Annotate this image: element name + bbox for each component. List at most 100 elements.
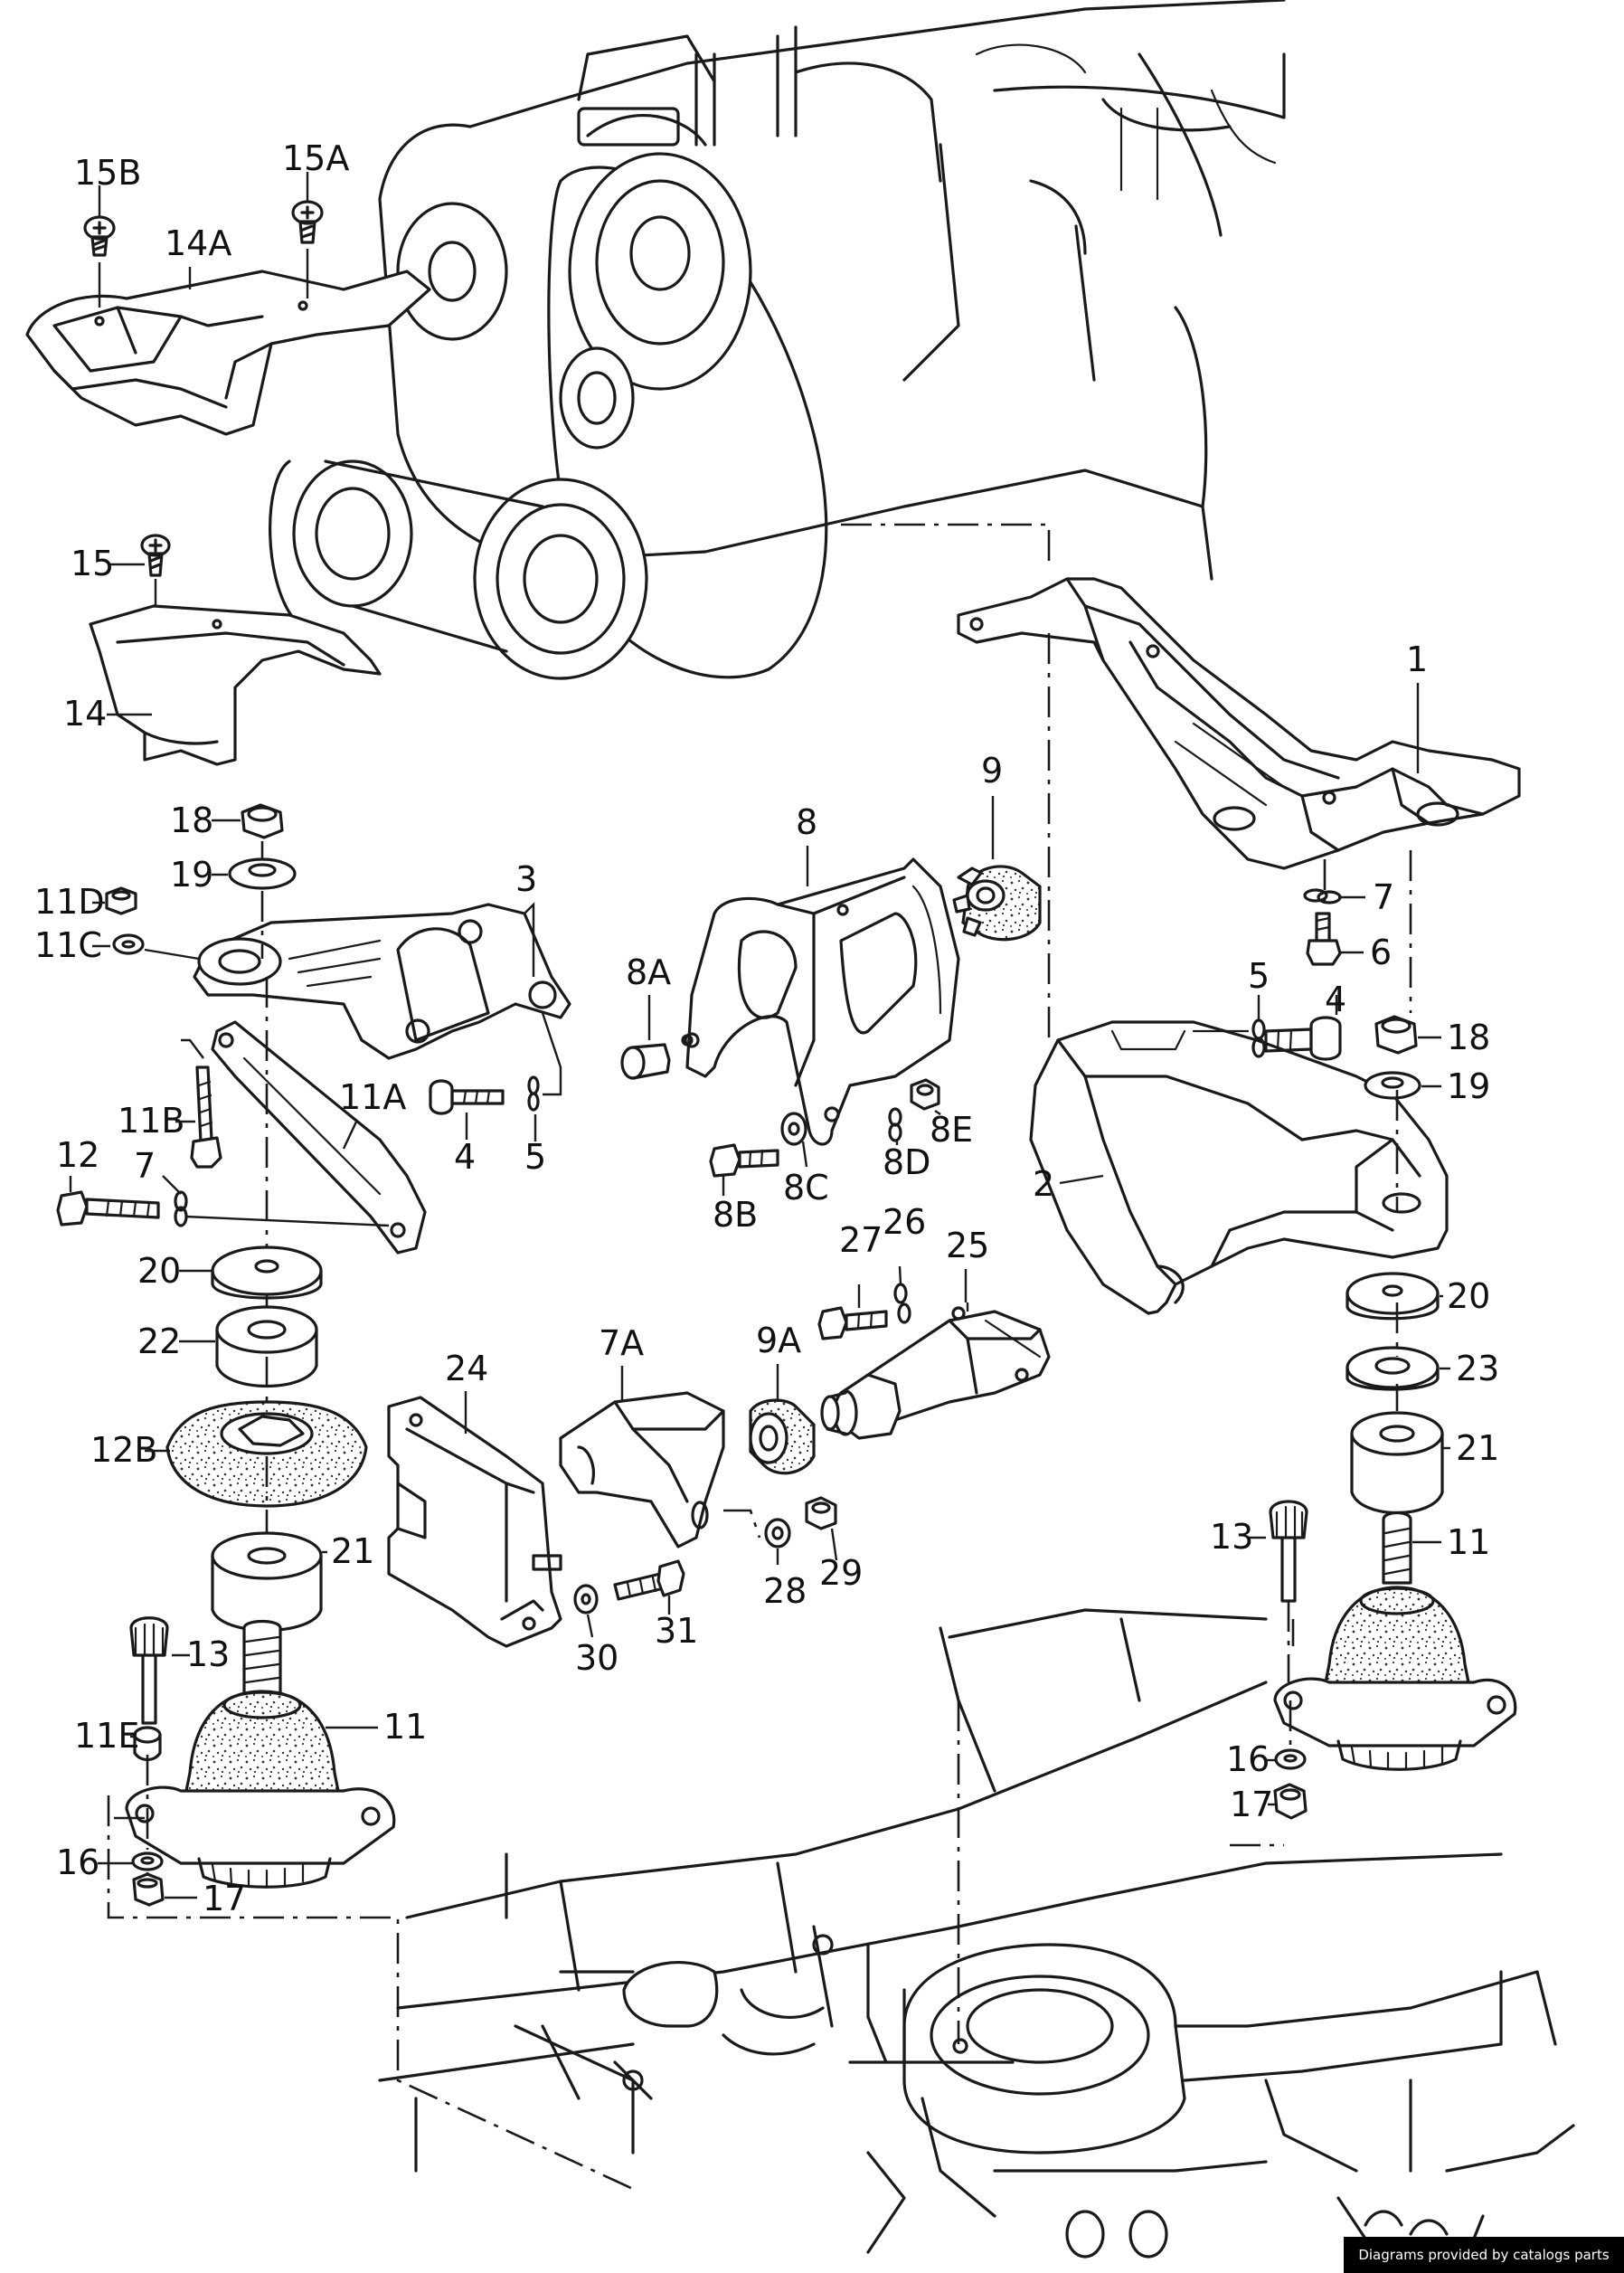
callout-3: 3 <box>515 859 537 899</box>
callout-8C: 8C <box>783 1168 829 1208</box>
callout-2: 2 <box>1033 1164 1054 1204</box>
screw-15b <box>83 185 116 308</box>
washer-19-left <box>228 857 297 890</box>
washer-20-left <box>211 1245 323 1300</box>
bushing-21-left <box>211 1531 323 1632</box>
callout-23: 23 <box>1456 1349 1499 1388</box>
callout-11-right: 11 <box>1447 1522 1490 1562</box>
screw-15 <box>109 534 171 606</box>
callout-7-left: 7 <box>134 1146 156 1186</box>
callout-4-right: 4 <box>1325 980 1346 1019</box>
callout-13-right: 13 <box>1210 1517 1253 1557</box>
callout-1: 1 <box>1406 639 1428 679</box>
callout-30: 30 <box>575 1638 618 1678</box>
heat-shield-14a <box>25 270 431 436</box>
callout-20-left: 20 <box>137 1251 181 1291</box>
callout-8D: 8D <box>883 1142 930 1182</box>
bolt-4-right <box>1264 995 1342 1061</box>
bracket-7a <box>559 1391 725 1548</box>
callout-20-right: 20 <box>1447 1276 1490 1316</box>
assembly-lines <box>107 523 1412 2191</box>
callout-5-left: 5 <box>524 1137 546 1177</box>
callout-15A: 15A <box>282 138 349 178</box>
mount-bracket-8 <box>684 857 960 1146</box>
lock-washer-5-right <box>1251 995 1266 1058</box>
washer-16-left <box>131 1852 164 1871</box>
callout-18-left: 18 <box>170 800 213 840</box>
callout-8E: 8E <box>930 1110 973 1150</box>
bolt-31 <box>613 1559 685 1615</box>
bolt-6 <box>1306 912 1342 966</box>
washer-20-right <box>1345 1272 1440 1321</box>
callout-7-right: 7 <box>1373 877 1394 917</box>
callout-9A: 9A <box>756 1321 801 1360</box>
callout-11E: 11E <box>74 1716 139 1756</box>
nut-11d <box>105 886 137 915</box>
engine-block <box>269 0 1286 680</box>
bolt-13-left <box>129 1616 190 1725</box>
bracket-24 <box>387 1396 562 1648</box>
washer-8c <box>780 1112 808 1168</box>
mount-bracket-2 <box>1029 1020 1449 1315</box>
rubber-pad-12b <box>165 1400 368 1508</box>
callout-24: 24 <box>445 1349 488 1388</box>
bolt-8b <box>709 1143 779 1196</box>
callout-8: 8 <box>796 802 817 842</box>
callout-15: 15 <box>71 544 114 583</box>
mount-25 <box>820 1302 1051 1440</box>
callout-6: 6 <box>1370 933 1392 972</box>
mount-bushing-9 <box>952 865 1042 942</box>
callout-21-left: 21 <box>331 1531 374 1571</box>
subframe <box>378 1608 1575 2263</box>
washer-16-right <box>1274 1748 1307 1770</box>
callout-14: 14 <box>63 694 107 734</box>
callout-26: 26 <box>883 1202 926 1242</box>
callout-11A: 11A <box>339 1077 406 1117</box>
callout-9: 9 <box>981 751 1003 791</box>
bolt-4-left <box>429 1079 505 1115</box>
footer-credit-badge: Diagrams provided by catalogs parts <box>1344 2237 1624 2273</box>
crossmember-1 <box>957 577 1521 870</box>
callout-25: 25 <box>946 1226 989 1265</box>
pin-8a <box>620 1034 694 1080</box>
mount-bracket-3 <box>193 902 571 1096</box>
callout-16-left: 16 <box>56 1842 99 1882</box>
callout-13-left: 13 <box>186 1634 230 1674</box>
callout-22: 22 <box>137 1321 181 1361</box>
callout-18-right: 18 <box>1447 1018 1490 1057</box>
callout-17-left: 17 <box>203 1879 246 1918</box>
nut-18-right <box>1374 1015 1418 1055</box>
nut-17-left <box>132 1872 165 1907</box>
bolt-11b <box>181 1038 222 1169</box>
screw-15a <box>291 172 324 298</box>
washer-23 <box>1345 1346 1440 1391</box>
callout-28: 28 <box>763 1571 807 1611</box>
heat-shield-14 <box>89 604 382 766</box>
bolt-27 <box>817 1284 888 1340</box>
callout-8A: 8A <box>626 952 671 992</box>
callout-8B: 8B <box>713 1195 758 1235</box>
bolt-13-right <box>1248 1500 1308 1603</box>
nut-17-right <box>1273 1783 1308 1820</box>
callout-31: 31 <box>655 1611 698 1651</box>
callout-11-left: 11 <box>383 1707 427 1747</box>
callout-11C: 11C <box>34 925 102 965</box>
engine-mount-11-left <box>125 1619 396 1889</box>
callout-14A: 14A <box>165 223 231 263</box>
callout-27: 27 <box>839 1220 883 1260</box>
callout-17-right: 17 <box>1230 1785 1273 1824</box>
callout-5-right: 5 <box>1248 956 1270 996</box>
bracket-11a <box>211 1020 427 1255</box>
bolt-12 <box>56 1176 160 1226</box>
callout-12: 12 <box>56 1135 99 1175</box>
bushing-21-right <box>1350 1411 1444 1515</box>
callout-11B: 11B <box>118 1101 184 1141</box>
lock-washer-5-left <box>527 1075 540 1112</box>
callout-labels: 1 2 3 4 4 5 5 6 7 7 7A 8 8A 8B 8C 8D 8E … <box>34 138 1499 1918</box>
nut-29 <box>805 1496 838 1561</box>
callout-4-left: 4 <box>454 1137 476 1177</box>
lock-washer-26 <box>893 1265 911 1324</box>
callout-19-left: 19 <box>170 855 213 895</box>
callout-15B: 15B <box>74 153 141 193</box>
